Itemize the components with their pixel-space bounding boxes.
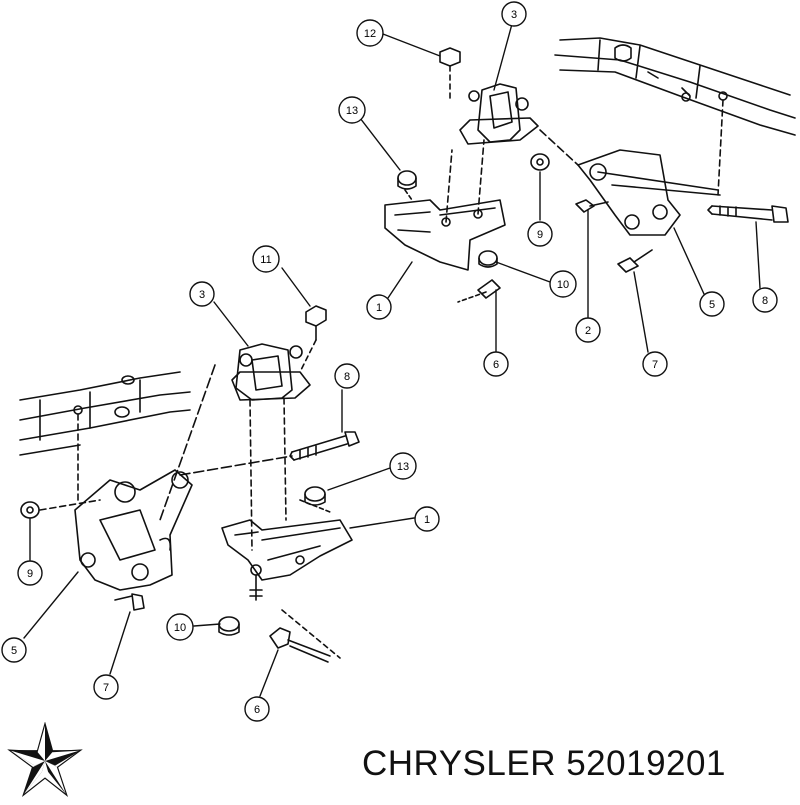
callout-label: 11 bbox=[260, 254, 271, 266]
callout-3-top: 3 bbox=[501, 1, 527, 27]
insulator-5-bottom bbox=[74, 469, 193, 591]
washer-9-top bbox=[530, 153, 550, 171]
callout-2-top: 2 bbox=[575, 317, 601, 343]
callout-6-bottom: 6 bbox=[244, 696, 270, 722]
callout-8-top: 8 bbox=[752, 287, 778, 313]
callout-label: 10 bbox=[174, 622, 186, 634]
brand-caption: CHRYSLER 52019201 bbox=[362, 738, 726, 790]
callout-8-bottom: 8 bbox=[334, 363, 360, 389]
callout-12-top: 12 bbox=[356, 19, 384, 47]
pentastar-icon bbox=[7, 722, 83, 797]
callout-1-bottom: 1 bbox=[414, 506, 440, 532]
callout-5-top: 5 bbox=[699, 291, 725, 317]
callout-label: 13 bbox=[397, 461, 409, 473]
bolt-8-bottom bbox=[179, 431, 360, 476]
brand-name: CHRYSLER bbox=[362, 744, 556, 783]
callout-label: 13 bbox=[346, 105, 358, 117]
bracket-1-top bbox=[384, 139, 506, 271]
bolt-7-top bbox=[617, 249, 653, 273]
bracket-1-bottom bbox=[221, 499, 353, 601]
callout-label: 5 bbox=[709, 299, 715, 311]
callout-10-bottom: 10 bbox=[166, 613, 194, 641]
callout-7-bottom: 7 bbox=[93, 674, 119, 700]
callout-3-bottom: 3 bbox=[189, 281, 215, 307]
bolt-8-top bbox=[707, 205, 789, 223]
callout-label: 3 bbox=[199, 289, 205, 301]
callout-1-top: 1 bbox=[366, 294, 392, 320]
callout-9-bottom: 9 bbox=[17, 560, 43, 586]
callout-label: 1 bbox=[424, 514, 430, 526]
callout-label: 7 bbox=[103, 682, 109, 694]
callout-5-bottom: 5 bbox=[1, 637, 27, 663]
leader-lines bbox=[23, 23, 761, 697]
callout-label: 10 bbox=[557, 279, 569, 291]
callout-9-top: 9 bbox=[527, 221, 553, 247]
nut-10-top bbox=[478, 250, 498, 268]
callout-label: 8 bbox=[344, 371, 350, 383]
callouts: 12 3 13 9 1 10 6 2 5 7 8 11 3 8 13 1 9 5… bbox=[1, 1, 778, 722]
engine-mount-top bbox=[459, 83, 539, 145]
bolt-12-top bbox=[439, 47, 461, 101]
callout-label: 3 bbox=[511, 9, 517, 21]
bolt-6-top bbox=[457, 279, 501, 303]
callout-7-top: 7 bbox=[642, 351, 668, 377]
callout-label: 12 bbox=[364, 28, 376, 40]
frame-rail-top bbox=[554, 37, 796, 196]
part-number: 52019201 bbox=[566, 744, 726, 783]
bolt-6-bottom bbox=[269, 609, 341, 663]
callout-label: 2 bbox=[585, 325, 591, 337]
frame-rail-bottom bbox=[19, 371, 191, 501]
callout-label: 8 bbox=[762, 295, 768, 307]
callout-13-bottom: 13 bbox=[389, 452, 417, 480]
callout-label: 1 bbox=[376, 302, 382, 314]
nut-13-top bbox=[397, 170, 417, 190]
callout-label: 6 bbox=[493, 359, 499, 371]
insulator-5-top bbox=[539, 129, 721, 236]
callout-label: 9 bbox=[537, 229, 543, 241]
callout-10-top: 10 bbox=[549, 270, 577, 298]
bolt-11-bottom bbox=[299, 305, 327, 373]
callout-label: 6 bbox=[254, 704, 260, 716]
nut-10-bottom bbox=[218, 616, 240, 636]
engine-mount-bottom bbox=[159, 343, 311, 551]
callout-label: 9 bbox=[27, 568, 33, 580]
nut-13-bottom bbox=[304, 486, 326, 506]
callout-label: 7 bbox=[652, 359, 658, 371]
callout-label: 5 bbox=[11, 645, 17, 657]
callout-13-top: 13 bbox=[338, 96, 366, 124]
bolt-7-bottom bbox=[114, 593, 145, 611]
bolt-2-top bbox=[575, 199, 609, 213]
callout-6-top: 6 bbox=[483, 351, 509, 377]
callout-11-bottom: 11 bbox=[252, 245, 280, 273]
washer-9-bottom bbox=[20, 499, 101, 519]
